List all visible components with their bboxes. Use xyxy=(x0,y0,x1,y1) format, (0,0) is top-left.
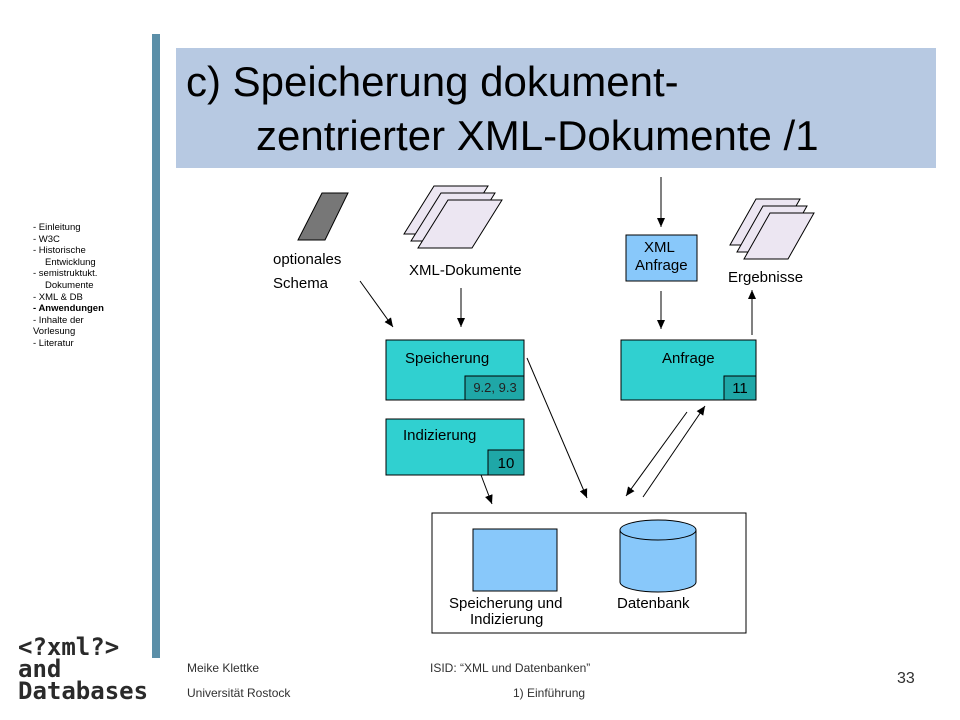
schema-label-line-1: optionales xyxy=(273,251,342,268)
database-label: Datenbank xyxy=(617,595,690,612)
left-accent-bar xyxy=(152,34,160,658)
storage-index-label-line-1: Speicherung und xyxy=(449,595,563,612)
storage-tag-box xyxy=(464,375,525,401)
query-tag-label: 11 xyxy=(732,380,748,397)
footer-chapter: 1) Einführung xyxy=(513,686,586,700)
footer-author: Meike Klettke xyxy=(187,661,260,675)
query-box-line-1: XML xyxy=(644,239,675,256)
results-icon xyxy=(729,198,815,260)
slide-title-line-2: zentrierter XML-Dokumente /1 xyxy=(256,112,819,159)
xml-databases-logo: <?xml?> and Databases xyxy=(18,633,149,705)
query-process-label: Anfrage xyxy=(662,350,715,367)
schema-shape xyxy=(297,192,349,241)
storage-index-square xyxy=(472,528,558,592)
nav-item: - Historische xyxy=(33,245,86,257)
nav-item: - XML & DB xyxy=(33,291,83,303)
documents-label: XML-Dokumente xyxy=(409,262,522,279)
title-banner xyxy=(176,48,936,168)
nav-item: Dokumente xyxy=(45,279,94,291)
storage-index-label-line-2: Indizierung xyxy=(470,611,544,628)
nav-item: - Literatur xyxy=(33,337,74,349)
flow-arrows xyxy=(359,177,756,505)
index-tag-label: 10 xyxy=(497,455,515,472)
slide-title-line-1: c) Speicherung dokument- xyxy=(186,58,679,105)
nav-item: - Einleitung xyxy=(33,222,81,233)
schema-label-line-2: Schema xyxy=(273,275,329,292)
index-box-label: Indizierung xyxy=(403,427,477,444)
logo-line-1: <?xml?> xyxy=(18,633,120,661)
storage-tag-label: 9.2, 9.3 xyxy=(473,380,517,395)
footer-university: Universität Rostock xyxy=(187,686,291,700)
nav-item: - semistruktukt. xyxy=(33,268,98,280)
logo-line-2: and xyxy=(18,655,62,683)
results-label: Ergebnisse xyxy=(728,269,804,286)
footer-course: ISID: “XML und Datenbanken” xyxy=(430,661,591,675)
query-box-line-2: Anfrage xyxy=(635,257,688,274)
nav-item: Entwicklung xyxy=(45,256,96,268)
query-tag-box xyxy=(723,375,757,401)
storage-box-label: Speicherung xyxy=(405,350,490,367)
xml-query-box xyxy=(625,234,698,282)
nav-item: - W3C xyxy=(33,233,60,245)
nav-item: Vorlesung xyxy=(33,326,76,338)
nav-item: - Anwendungen xyxy=(33,303,104,315)
database-cylinder-icon xyxy=(619,519,697,593)
logo-line-3: Databases xyxy=(18,677,149,705)
index-tag-box xyxy=(487,449,525,476)
xml-documents-icon xyxy=(403,185,503,249)
nav-item: - Inhalte der xyxy=(33,314,84,326)
page-number: 33 xyxy=(897,670,915,687)
